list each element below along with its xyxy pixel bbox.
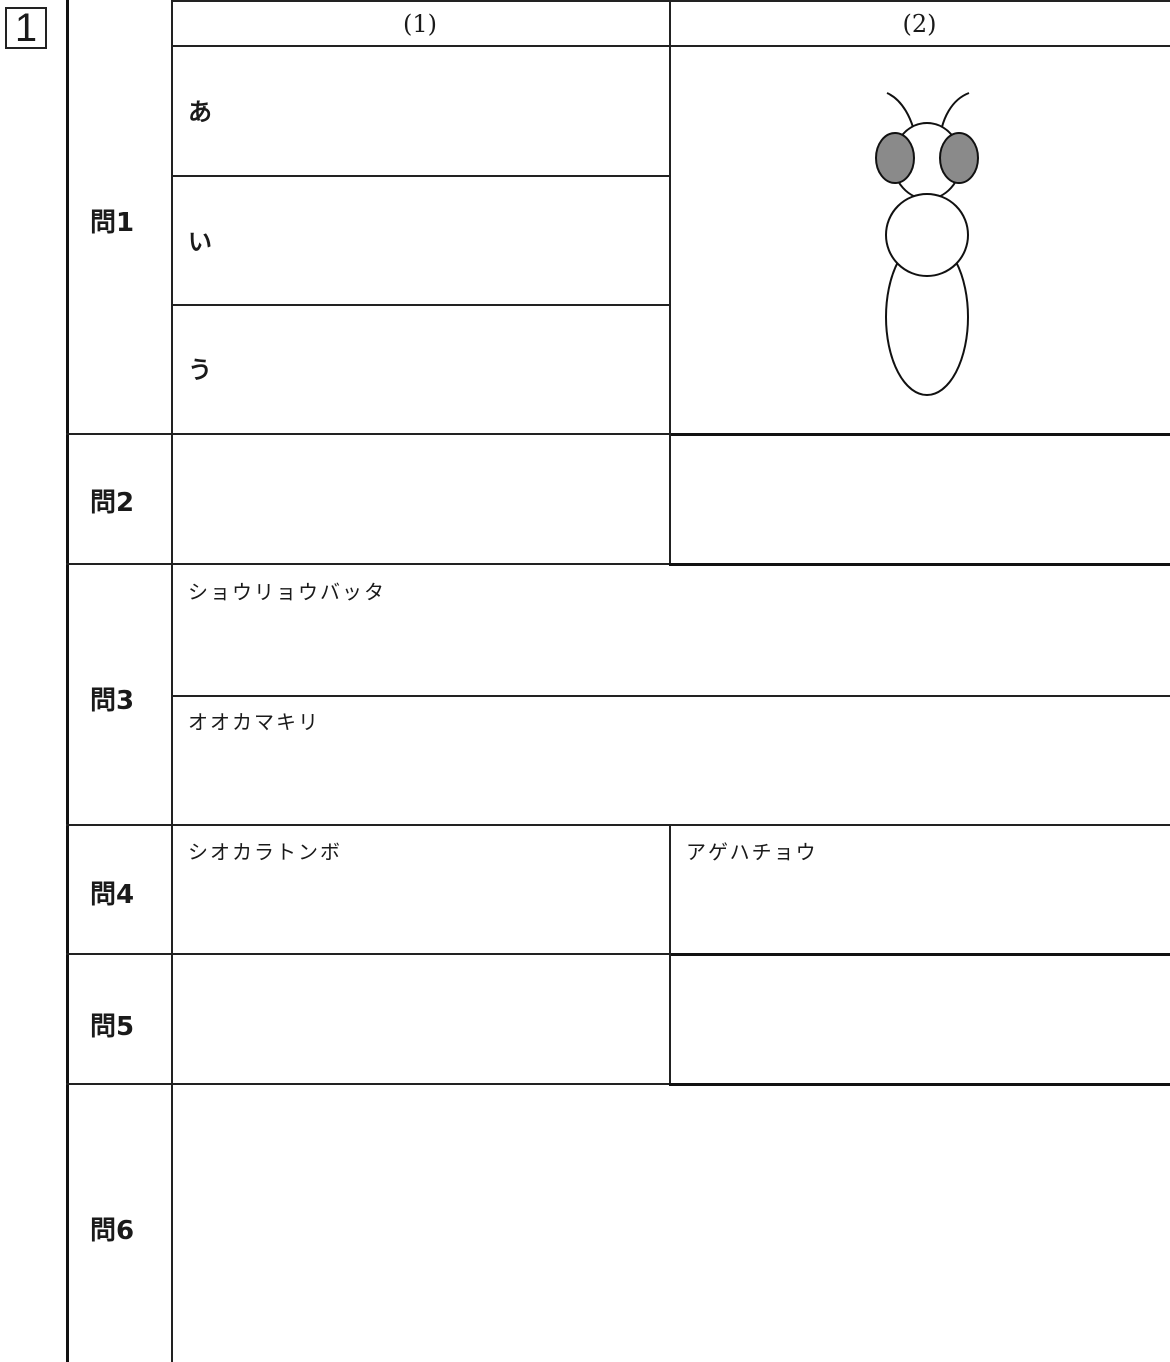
q4-answer-dragonfly[interactable] — [173, 826, 669, 953]
q5-answer-1[interactable] — [173, 955, 669, 1083]
row-divider-q1-q2 — [66, 433, 1170, 435]
row-divider-q4-q5 — [66, 953, 1170, 955]
row-divider-q2-q3 — [66, 563, 1170, 565]
thorax — [885, 193, 969, 277]
q6-label: 問6 — [90, 1216, 135, 1246]
q4-label: 問4 — [90, 880, 135, 910]
q1-label: 問1 — [90, 208, 135, 238]
q2-answer-2[interactable] — [671, 436, 1170, 563]
q2-answer-1[interactable] — [173, 435, 669, 563]
question-number: 1 — [14, 6, 38, 50]
q5-right-bottom-border — [669, 1083, 1170, 1086]
q6-answer[interactable] — [173, 1085, 1170, 1362]
label-column-divider — [171, 0, 173, 1362]
q2-right-top-border — [669, 433, 1170, 436]
right-eye — [939, 132, 979, 184]
q1-answer-i[interactable] — [173, 177, 669, 304]
q1-row-divider-2 — [171, 304, 669, 306]
table-left-border — [66, 0, 69, 1362]
q1-row-i-label: い — [188, 228, 212, 256]
column-header-1: (1) — [403, 10, 437, 38]
question-number-box: 1 — [5, 7, 47, 49]
q3-answer-grasshopper[interactable] — [173, 565, 1170, 695]
q1-row-u-label: う — [188, 356, 212, 384]
q4-answer-swallowtail[interactable] — [671, 826, 1170, 953]
q2-column-divider — [669, 433, 671, 565]
q2-label: 問2 — [90, 488, 135, 518]
q4-column-divider — [669, 824, 671, 954]
q1-row-divider-1 — [171, 175, 669, 177]
q3-row-divider — [171, 695, 1170, 697]
q1-column-divider — [669, 0, 671, 435]
q3-item-grasshopper: ショウリョウバッタ — [188, 580, 386, 604]
q3-item-mantis: オオカマキリ — [188, 710, 320, 734]
q3-label: 問3 — [90, 686, 135, 716]
q5-answer-2[interactable] — [671, 956, 1170, 1083]
q5-label: 問5 — [90, 1012, 135, 1042]
q1-drawing-area[interactable] — [671, 47, 1170, 433]
q1-answer-a[interactable] — [173, 47, 669, 175]
left-eye — [875, 132, 915, 184]
q2-right-bottom-border — [669, 563, 1170, 566]
column-header-2: (2) — [902, 10, 937, 38]
insect-body-outline-icon — [875, 92, 979, 396]
row-divider-q5-q6 — [66, 1083, 1170, 1085]
row-divider-q3-q4 — [66, 824, 1170, 826]
q5-right-top-border — [669, 953, 1170, 956]
q1-answer-u[interactable] — [173, 306, 669, 433]
q1-row-a-label: あ — [188, 98, 212, 126]
q3-answer-mantis[interactable] — [173, 697, 1170, 824]
q4-item-swallowtail: アゲハチョウ — [686, 840, 818, 864]
q5-column-divider — [669, 953, 671, 1085]
q4-item-dragonfly: シオカラトンボ — [188, 840, 342, 864]
